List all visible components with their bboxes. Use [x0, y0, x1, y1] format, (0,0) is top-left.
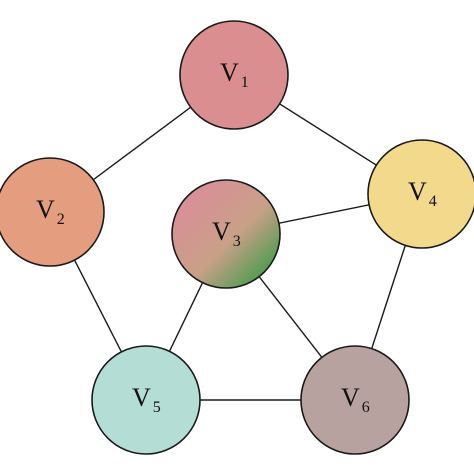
node-letter-v2: V: [36, 195, 55, 224]
node-circle-v3: [171, 179, 281, 289]
node-subscript-v4: 4: [429, 193, 437, 210]
node-subscript-v3: 3: [233, 233, 241, 250]
node-circle-v4: [367, 139, 474, 249]
node-circle-v6: [300, 345, 410, 455]
node-circle-v1: [179, 20, 289, 130]
node-letter-v5: V: [132, 383, 151, 412]
node-subscript-v1: 1: [241, 74, 249, 91]
node-letter-v1: V: [220, 58, 239, 87]
node-letter-v6: V: [341, 383, 360, 412]
node-circle-v5: [91, 345, 201, 455]
node-subscript-v6: 6: [362, 399, 370, 416]
node-circle-v2: [0, 157, 105, 267]
node-subscript-v2: 2: [57, 211, 65, 228]
node-letter-v3: V: [212, 217, 231, 246]
node-letter-v4: V: [408, 177, 427, 206]
node-subscript-v5: 5: [153, 399, 161, 416]
